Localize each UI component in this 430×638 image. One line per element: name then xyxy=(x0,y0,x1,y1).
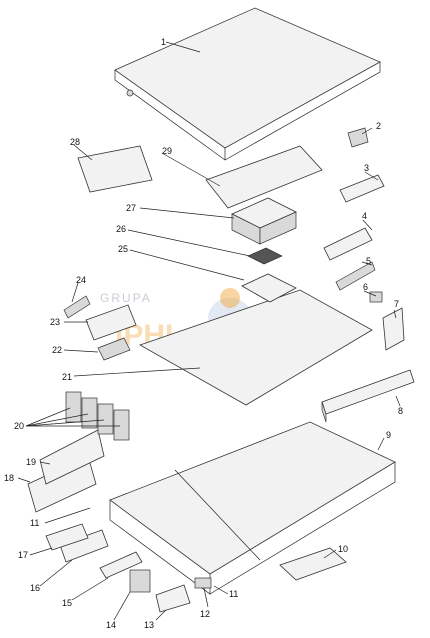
part-heatsink xyxy=(231,197,297,245)
label-25: 25 xyxy=(118,244,128,254)
part-4 xyxy=(323,227,373,261)
part-28 xyxy=(77,145,153,193)
part-25 xyxy=(241,273,297,303)
part-15 xyxy=(99,551,143,579)
label-23: 23 xyxy=(50,317,60,327)
part-5 xyxy=(335,261,376,291)
part-12 xyxy=(194,577,212,589)
label-13: 13 xyxy=(144,620,154,630)
label-2: 2 xyxy=(376,121,381,131)
label-21: 21 xyxy=(62,372,72,382)
label-14: 14 xyxy=(106,620,116,630)
label-28: 28 xyxy=(70,137,80,147)
part-chassis xyxy=(109,421,396,595)
label-5: 5 xyxy=(366,256,371,266)
label-20: 20 xyxy=(14,421,24,431)
label-7: 7 xyxy=(394,299,399,309)
label-11a: 11 xyxy=(30,518,39,528)
label-16: 16 xyxy=(30,583,40,593)
part-6 xyxy=(369,291,383,303)
leader-lines xyxy=(17,41,401,621)
watermark-text: GRUPA xyxy=(100,291,152,305)
label-29: 29 xyxy=(162,146,172,156)
label-19: 19 xyxy=(26,457,36,467)
label-9: 9 xyxy=(386,430,391,440)
part-22 xyxy=(97,337,131,361)
label-12: 12 xyxy=(200,609,210,619)
label-8: 8 xyxy=(398,406,403,416)
part-system-board xyxy=(139,289,373,406)
part-air-duct xyxy=(205,145,323,209)
label-10: 10 xyxy=(338,544,348,554)
label-1: 1 xyxy=(161,37,166,47)
part-13 xyxy=(155,584,191,613)
label-24: 24 xyxy=(76,275,86,285)
callout-labels: 1 2 3 4 5 6 7 8 9 10 11 11 12 13 14 15 1… xyxy=(4,37,403,630)
label-27: 27 xyxy=(126,203,136,213)
part-power-supply xyxy=(321,369,415,423)
label-4: 4 xyxy=(362,211,367,221)
part-2 xyxy=(347,127,369,148)
part-17 xyxy=(45,523,89,551)
part-optical-drive xyxy=(279,547,347,581)
part-23 xyxy=(85,304,137,341)
part-19 xyxy=(39,429,105,485)
label-18: 18 xyxy=(4,473,14,483)
part-24 xyxy=(63,295,91,319)
part-14 xyxy=(129,569,151,593)
label-15: 15 xyxy=(62,598,72,608)
part-cpu xyxy=(247,247,283,265)
part-16 xyxy=(59,529,109,563)
label-26: 26 xyxy=(116,224,126,234)
label-17: 17 xyxy=(18,550,28,560)
part-top-cover xyxy=(114,7,381,161)
label-6: 6 xyxy=(363,282,368,292)
part-3 xyxy=(339,174,385,203)
part-7 xyxy=(382,307,405,351)
label-11b: 11 xyxy=(229,589,238,599)
label-3: 3 xyxy=(364,163,369,173)
label-22: 22 xyxy=(52,345,62,355)
